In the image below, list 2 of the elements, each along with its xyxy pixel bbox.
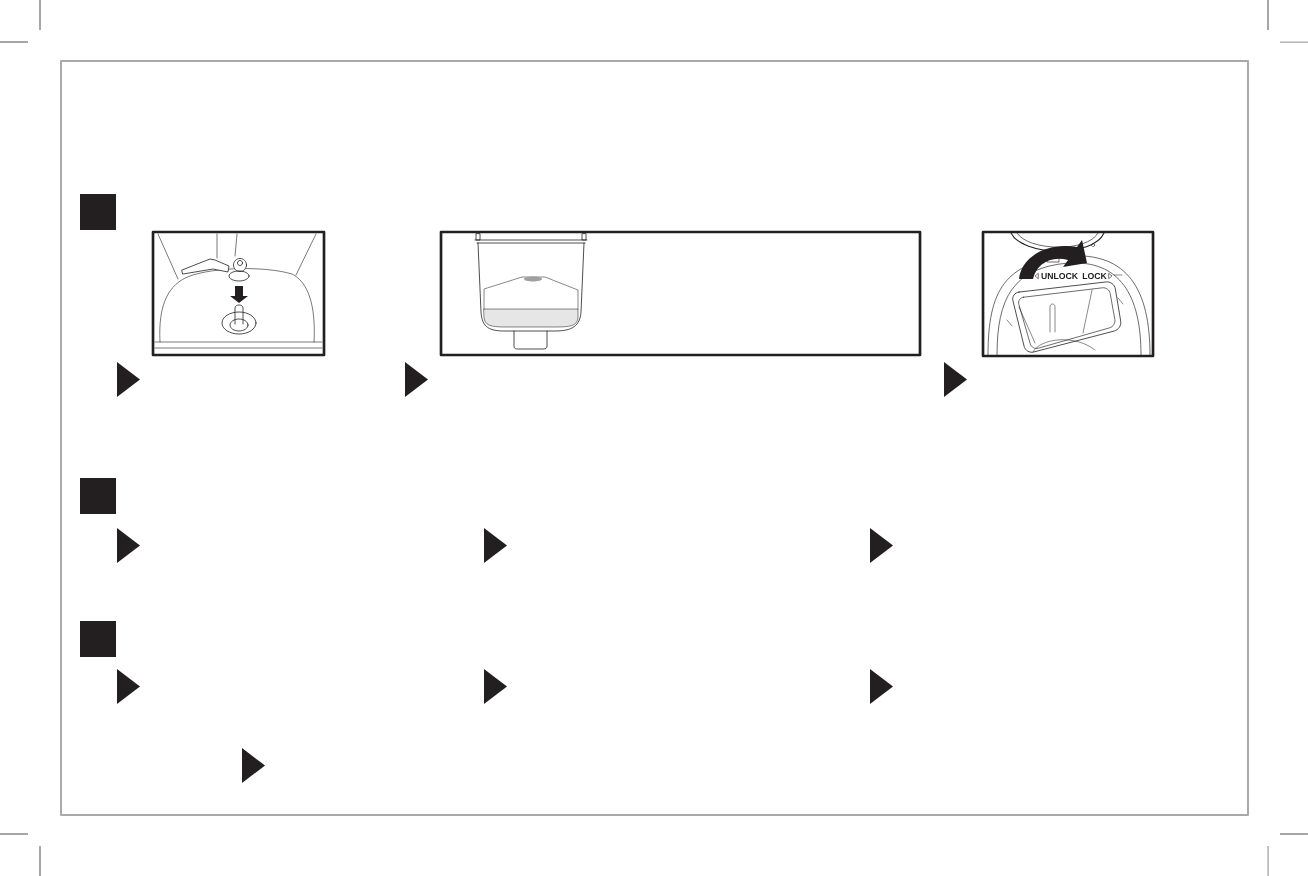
lock-label: UNLOCK [1041,272,1078,280]
lock-label: LOCK [1082,272,1107,280]
